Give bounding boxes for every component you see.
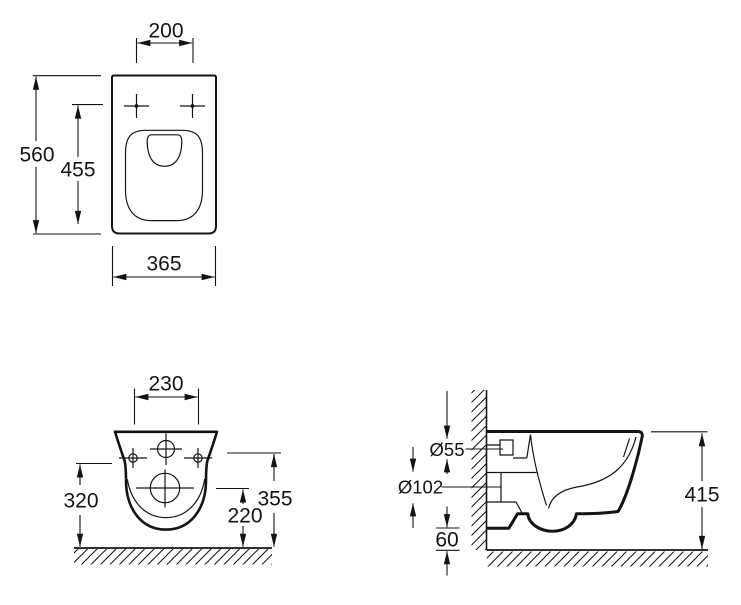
dim-front-height-left: 320	[63, 462, 112, 547]
dim-label-230: 230	[148, 373, 183, 396]
dim-label-220: 220	[227, 505, 262, 528]
dim-side-outlet-diameter: Ø102	[398, 447, 501, 528]
front-hole-right	[184, 448, 212, 468]
bowl-interior-curve	[547, 436, 637, 509]
mounting-hole-left	[124, 94, 149, 118]
dim-label-d102: Ø102	[398, 477, 443, 498]
dim-front-hole-spacing: 230	[133, 373, 200, 425]
dim-label-355: 355	[257, 488, 292, 511]
bowl-outline	[124, 129, 204, 222]
dim-front-height-right: 355	[227, 452, 293, 547]
dim-label-415: 415	[684, 484, 719, 507]
dim-side-inlet-diameter: Ø55	[430, 391, 503, 474]
ground-hatch-side	[487, 551, 708, 567]
bowl-water-outline	[146, 134, 183, 167]
bowl-rim-arc	[126, 478, 206, 519]
inlet-hole	[150, 433, 182, 465]
ground-hatch-front	[74, 549, 272, 565]
dim-top-depth-inner: 455	[60, 104, 103, 224]
dim-label-d55: Ø55	[430, 439, 465, 460]
dim-label-320: 320	[63, 490, 98, 513]
top-view: 200 560 455 365	[19, 20, 217, 286]
toilet-front-outline	[113, 430, 219, 531]
dim-top-width: 365	[111, 246, 217, 286]
outlet-hole	[136, 469, 194, 508]
mounting-hole-right	[180, 94, 205, 118]
dim-label-200: 200	[148, 20, 183, 43]
dim-side-height: 415	[651, 431, 720, 549]
dim-top-depth-overall: 560	[19, 75, 101, 235]
toilet-body-outline	[111, 74, 217, 235]
front-hole-left	[119, 448, 147, 468]
dim-front-outlet-height: 220	[216, 487, 263, 547]
dim-label-560: 560	[19, 144, 54, 167]
front-view: 230 320 355 220	[63, 373, 293, 565]
dim-label-60: 60	[435, 529, 458, 552]
toilet-side-outline	[486, 430, 644, 533]
rim-corner-line	[622, 438, 631, 458]
dim-label-455: 455	[60, 159, 95, 182]
wall-hatch	[471, 390, 487, 550]
side-view: Ø55 Ø102 60 415	[398, 390, 720, 576]
dim-side-bottom-gap: 60	[435, 506, 460, 576]
dim-label-365: 365	[146, 253, 181, 276]
inlet-pipe-profile	[487, 434, 548, 506]
dim-top-hole-spacing: 200	[135, 20, 194, 63]
